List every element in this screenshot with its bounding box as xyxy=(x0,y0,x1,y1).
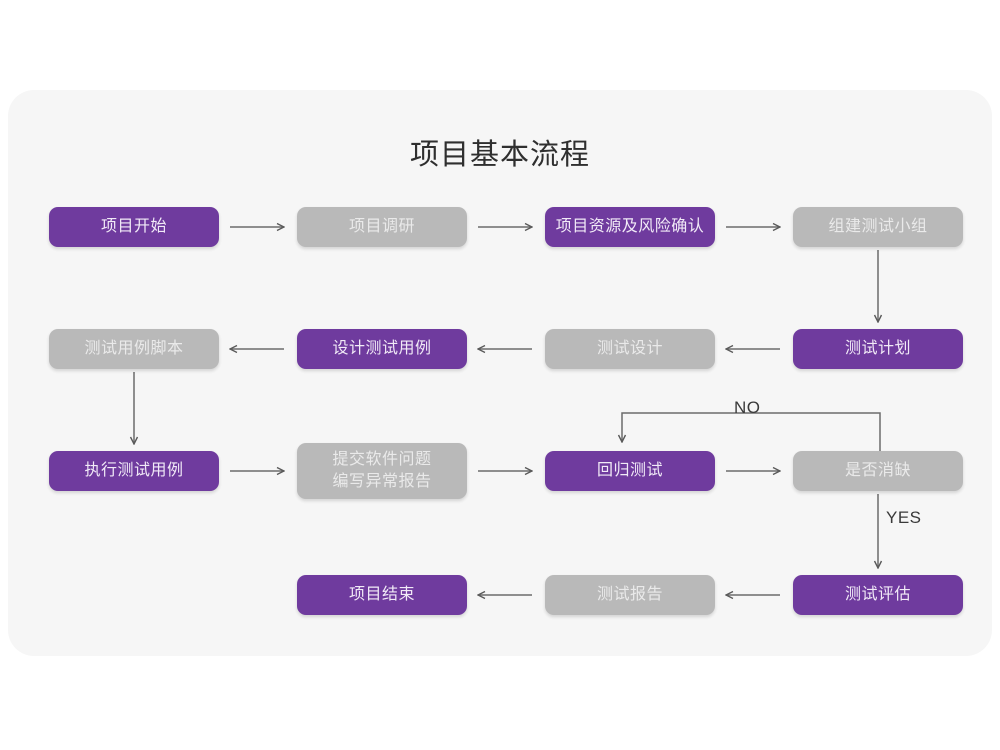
node-label: 测试计划 xyxy=(844,340,911,357)
node-label: 提交软件问题 编写异常报告 xyxy=(332,451,432,490)
node-test-report[interactable]: 测试报告 xyxy=(545,575,715,615)
node-label: 执行测试用例 xyxy=(84,462,184,479)
node-form-test-team[interactable]: 组建测试小组 xyxy=(793,207,963,247)
node-label: 项目资源及风险确认 xyxy=(555,218,705,235)
node-project-start[interactable]: 项目开始 xyxy=(49,207,219,247)
page-title: 项目基本流程 xyxy=(409,139,590,171)
node-label: 项目结束 xyxy=(348,586,415,603)
node-project-end[interactable]: 项目结束 xyxy=(297,575,467,615)
node-design-test-case[interactable]: 设计测试用例 xyxy=(297,329,467,369)
node-label: 是否消缺 xyxy=(844,462,911,479)
node-label: 设计测试用例 xyxy=(332,340,432,357)
node-test-case-script[interactable]: 测试用例脚本 xyxy=(49,329,219,369)
edge-label-yes: YES xyxy=(886,508,922,527)
node-label: 回归测试 xyxy=(596,462,663,479)
connector-layer xyxy=(8,90,992,656)
node-label: 测试设计 xyxy=(596,340,663,357)
node-regression-test[interactable]: 回归测试 xyxy=(545,451,715,491)
flowchart-card: 项目基本流程 xyxy=(8,90,992,656)
node-label: 项目调研 xyxy=(348,218,415,235)
node-label: 组建测试小组 xyxy=(828,218,928,235)
node-resource-risk-confirm[interactable]: 项目资源及风险确认 xyxy=(545,207,715,247)
node-project-research[interactable]: 项目调研 xyxy=(297,207,467,247)
node-submit-defect-report[interactable]: 提交软件问题 编写异常报告 xyxy=(297,443,467,499)
node-label: 项目开始 xyxy=(100,218,167,235)
node-test-design[interactable]: 测试设计 xyxy=(545,329,715,369)
node-label: 测试用例脚本 xyxy=(84,340,184,357)
node-execute-test-case[interactable]: 执行测试用例 xyxy=(49,451,219,491)
node-label: 测试报告 xyxy=(596,586,663,603)
node-defect-resolved-decision[interactable]: 是否消缺 xyxy=(793,451,963,491)
arrow-no-loop xyxy=(622,412,881,451)
node-test-evaluation[interactable]: 测试评估 xyxy=(793,575,963,615)
edge-label-no: NO xyxy=(734,398,761,417)
node-test-plan[interactable]: 测试计划 xyxy=(793,329,963,369)
node-label: 测试评估 xyxy=(844,586,911,603)
